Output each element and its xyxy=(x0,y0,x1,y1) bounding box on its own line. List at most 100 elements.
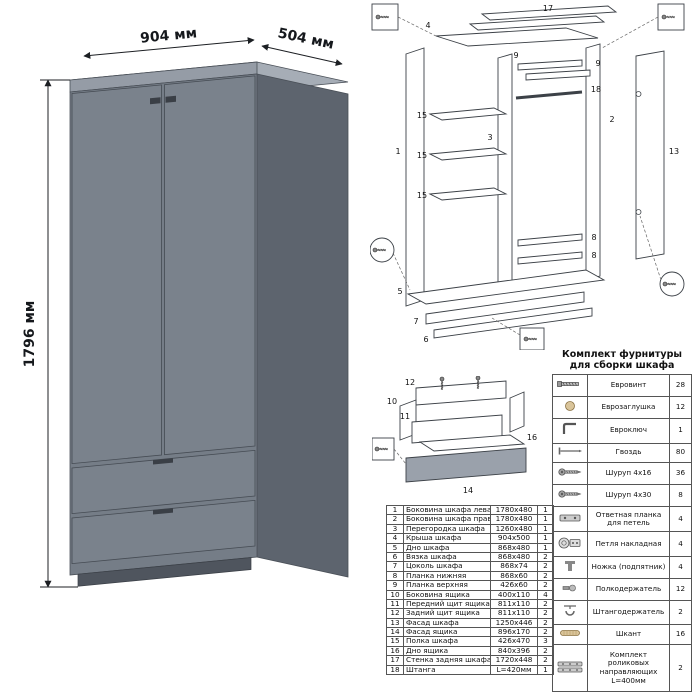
back-panel xyxy=(468,15,606,31)
shelf-panel xyxy=(428,187,508,201)
drawer-exploded-diagram: 12 10 11 16 14 xyxy=(372,376,537,495)
part-qty: 1 xyxy=(537,533,554,544)
shelf-pin-icon xyxy=(552,577,588,601)
hardware-kit-title: Комплект фурнитуры для сборки шкафа xyxy=(552,349,692,372)
hardware-table-row: Ножка (подпятник)4 xyxy=(552,555,692,579)
part-number: 7 xyxy=(386,561,404,572)
wardrobe-lower-drawer-front xyxy=(71,499,256,565)
hardware-kit-title-line1: Комплект фурнитуры xyxy=(561,349,682,360)
part-name: Штанга xyxy=(403,664,491,676)
left-side-panel xyxy=(405,47,425,307)
drawer-back-panel xyxy=(415,380,507,406)
part-qty: 4 xyxy=(537,589,554,600)
part-size: 811x110 xyxy=(490,608,538,619)
part-name: Перегородка шкафа xyxy=(403,523,491,535)
hardware-item-qty: 12 xyxy=(669,577,692,601)
hardware-item-name: Ножка (подпятник) xyxy=(587,555,670,579)
upper-drawer-handle-notch xyxy=(153,458,173,465)
part-qty: 1 xyxy=(537,664,554,676)
part-size: 426x60 xyxy=(490,580,538,591)
part-qty: 2 xyxy=(537,551,554,563)
part-name: Дно шкафа xyxy=(403,542,491,553)
part-name: Передний щит ящика xyxy=(403,598,491,610)
part-qty: 2 xyxy=(537,561,554,572)
part-size: 840x396 xyxy=(490,645,538,657)
part-name: Боковина шкафа правая xyxy=(403,514,491,525)
fastener-detail-callout xyxy=(370,237,411,291)
hardware-item-name: Шуруп 4x16 xyxy=(587,462,670,486)
part-size: L=420мм xyxy=(490,664,538,676)
foot-icon xyxy=(552,555,588,579)
part-size: 1720x448 xyxy=(490,655,538,666)
upper-plank xyxy=(525,69,591,81)
width-dimension-arrow xyxy=(83,37,255,59)
hardware-item-qty: 8 xyxy=(669,484,692,508)
wardrobe-plinth xyxy=(77,557,252,587)
hardware-item-name: Шуруп 4x30 xyxy=(587,484,670,508)
euro-screw-icon xyxy=(552,373,588,398)
tie-plank xyxy=(433,307,593,339)
drawer-bottom-panel xyxy=(418,434,526,452)
part-number: 18 xyxy=(386,664,404,676)
lower-drawer-handle-notch xyxy=(153,508,173,515)
part-number: 14 xyxy=(386,627,404,638)
part-qty: 2 xyxy=(537,645,554,657)
part-name: Фасад ящика xyxy=(403,627,491,638)
hardware-item-name: Гвоздь xyxy=(587,442,670,464)
part-size: 1780x480 xyxy=(490,514,538,525)
width-dimension-label: 904 мм xyxy=(139,25,197,46)
part-name: Планка нижняя xyxy=(403,570,491,582)
hardware-item-name: Евровинт xyxy=(587,373,670,398)
shelf-panel xyxy=(428,107,508,121)
part-callout: 9 xyxy=(595,59,600,68)
hex-key-icon xyxy=(552,418,588,444)
hardware-item-qty: 12 xyxy=(669,396,692,420)
part-name: Крыша шкафа xyxy=(403,533,491,544)
part-size: 868x480 xyxy=(490,551,538,563)
drawer-side-panel xyxy=(509,391,525,433)
wardrobe-side-panel xyxy=(256,73,349,578)
partition-panel xyxy=(497,53,513,291)
wardrobe-upper-drawer-front xyxy=(71,449,256,515)
hardware-item-qty: 28 xyxy=(669,373,692,398)
part-qty: 3 xyxy=(537,636,554,647)
part-number: 6 xyxy=(386,551,404,563)
fastener-detail-callout xyxy=(601,3,685,49)
part-qty: 1 xyxy=(537,504,554,516)
part-size: 400x110 xyxy=(490,589,538,600)
hardware-item-name: Штангодержатель xyxy=(587,599,670,626)
depth-dimension-arrow xyxy=(261,43,343,67)
screw-icon xyxy=(552,484,588,508)
part-number: 15 xyxy=(386,636,404,647)
part-qty: 1 xyxy=(537,514,554,525)
hinge-hole xyxy=(635,209,642,215)
rod-holder-icon xyxy=(552,599,588,626)
right-door-handle-notch xyxy=(165,95,176,103)
hardware-item-qty: 4 xyxy=(669,531,692,557)
part-qty: 2 xyxy=(537,627,554,638)
euro-cap-icon xyxy=(552,396,588,420)
part-callout: 9 xyxy=(513,51,518,60)
hardware-item-name: Комплект роликовых направляющих L=400мм xyxy=(587,643,670,693)
part-qty: 1 xyxy=(537,523,554,535)
fastener-detail-callout xyxy=(371,3,437,37)
part-name: Боковина шкафа левая xyxy=(403,504,491,516)
part-number: 16 xyxy=(386,645,404,657)
part-number: 17 xyxy=(386,655,404,666)
part-qty: 2 xyxy=(537,608,554,619)
part-size: 1260x480 xyxy=(490,523,538,535)
hardware-item-qty: 2 xyxy=(669,599,692,626)
hinge-hole xyxy=(635,91,642,97)
bottom-panel xyxy=(406,269,606,305)
